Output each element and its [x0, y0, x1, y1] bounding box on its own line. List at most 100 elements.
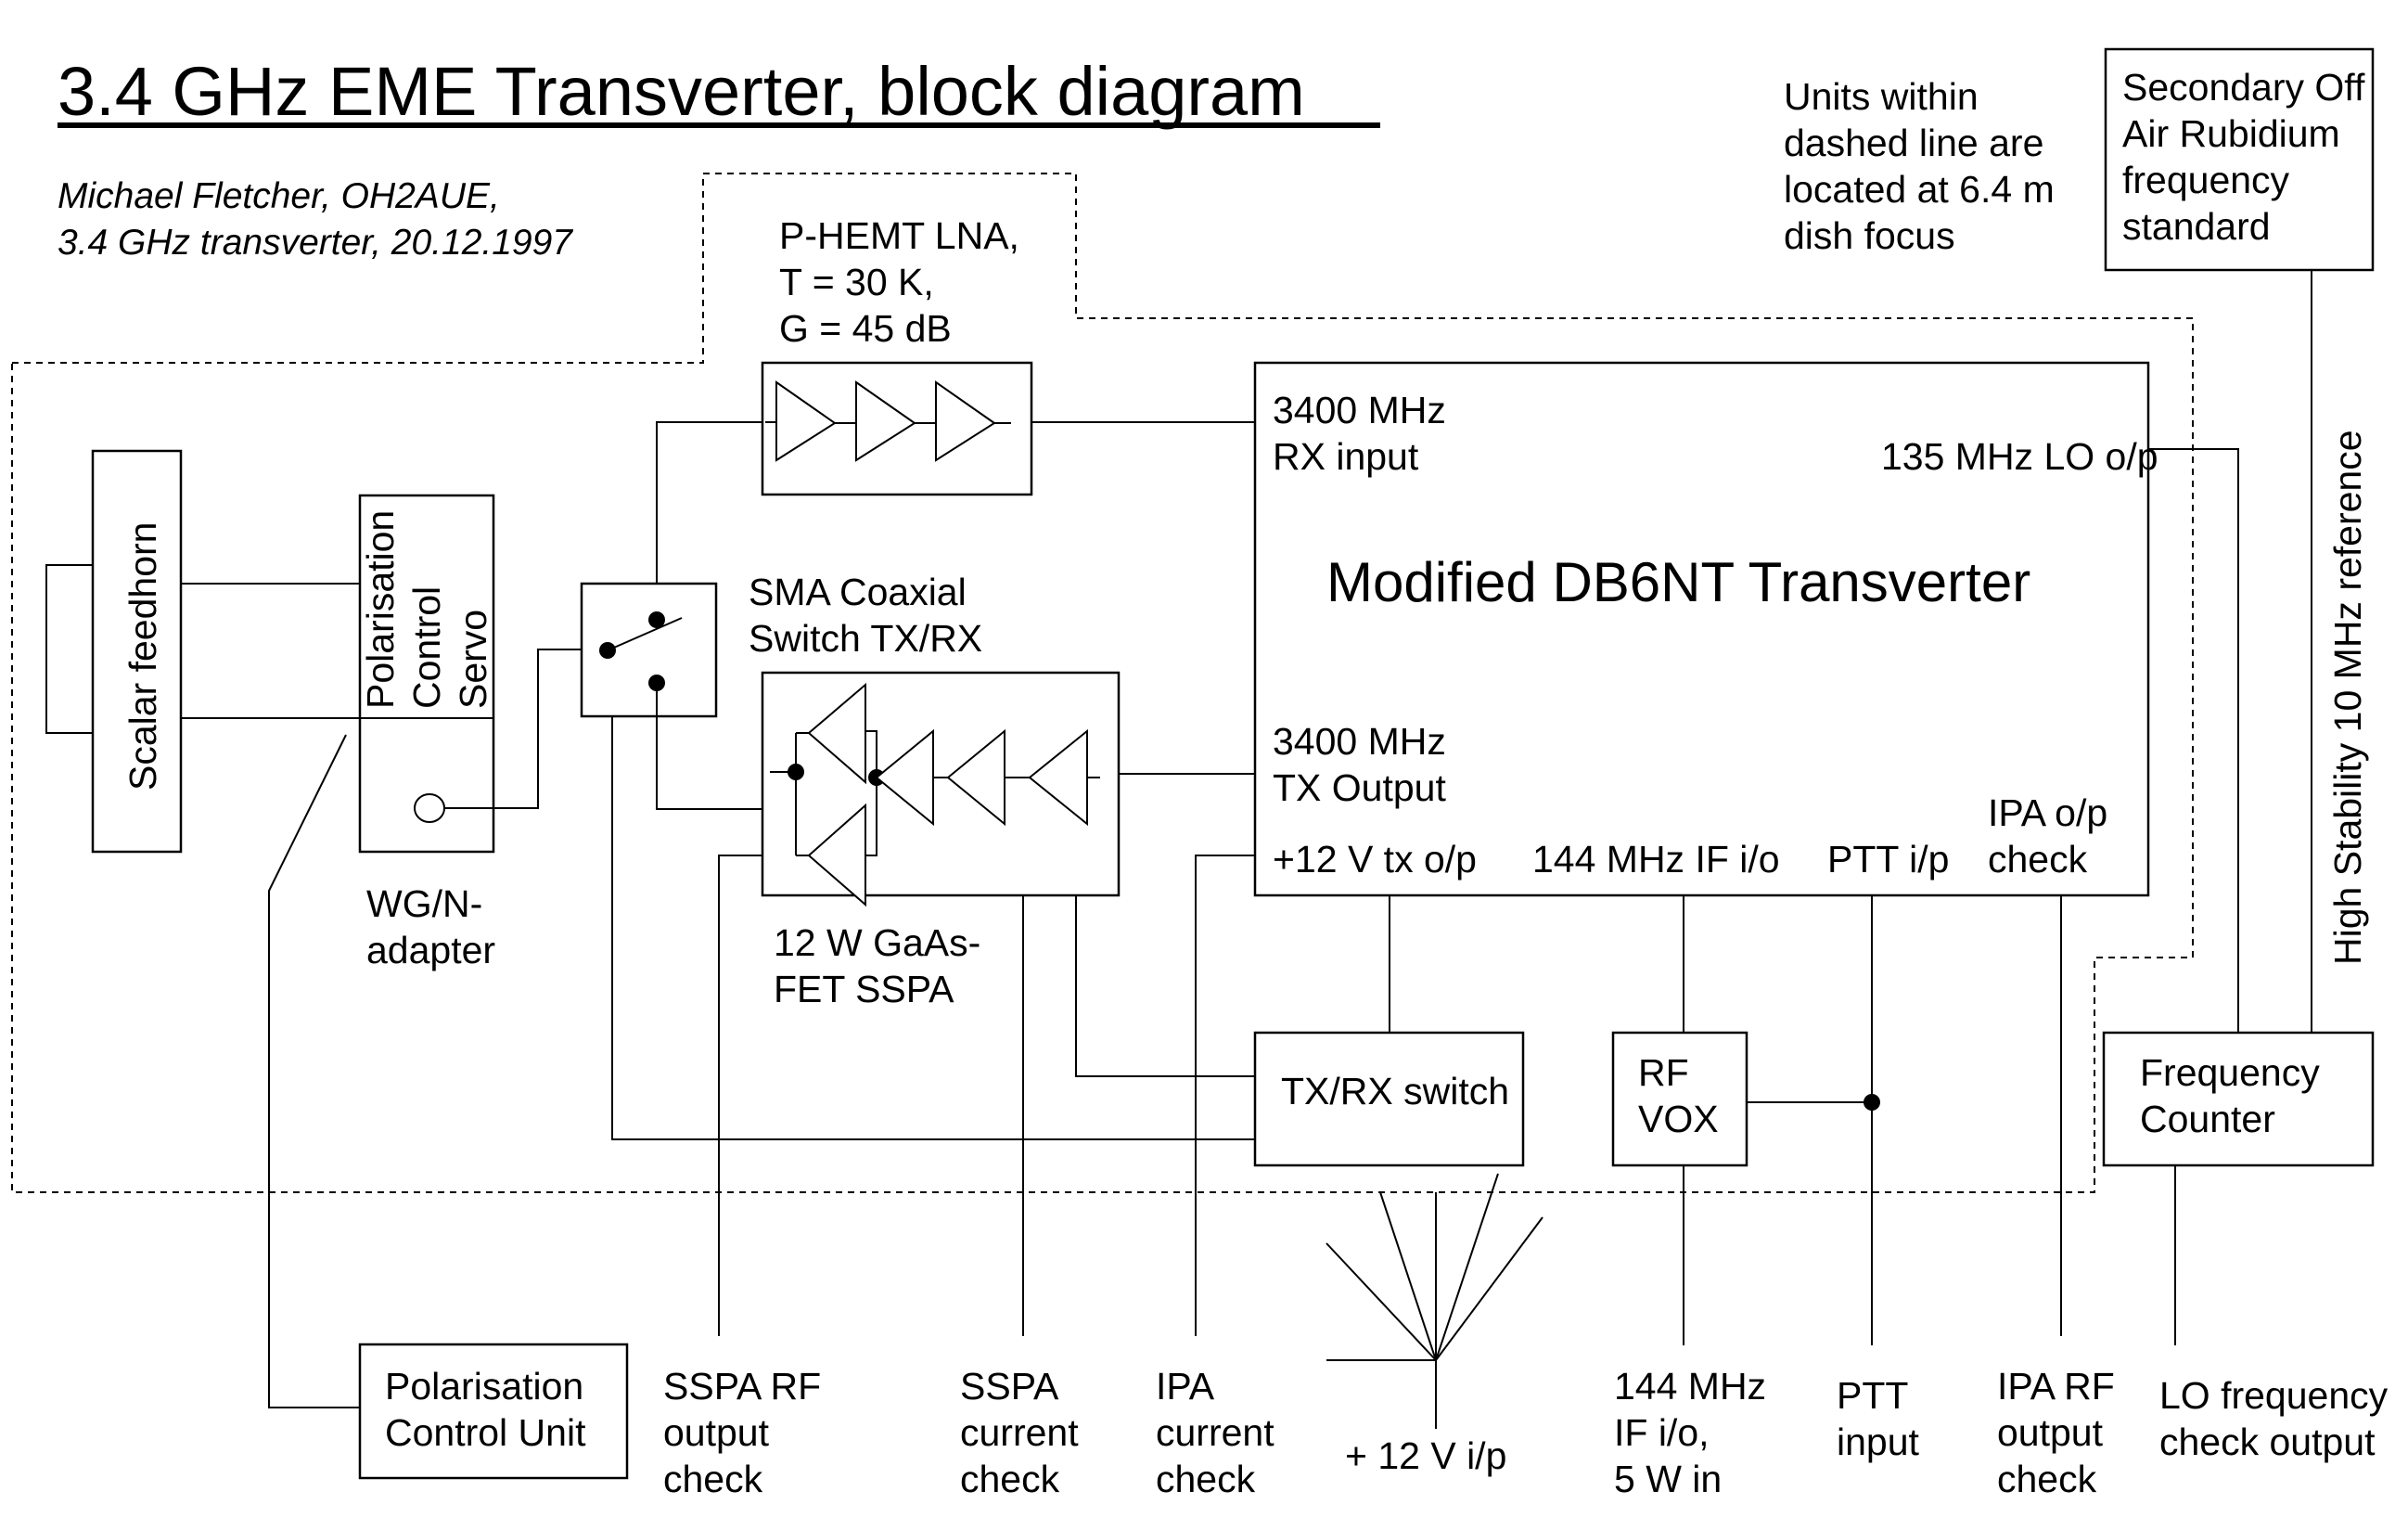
svg-text:input: input [1837, 1421, 1920, 1463]
svg-text:FET SSPA: FET SSPA [774, 968, 954, 1010]
output-if-input: 144 MHz IF i/o, 5 W in [1614, 1365, 1766, 1500]
svg-text:IPA o/p: IPA o/p [1988, 791, 2107, 834]
output-ptt-input: PTT input [1837, 1374, 1920, 1463]
svg-text:144 MHz IF i/o: 144 MHz IF i/o [1532, 838, 1780, 881]
svg-text:Polarisation: Polarisation [359, 510, 402, 709]
frequency-counter-block: Frequency Counter [2102, 1031, 2375, 1167]
svg-text:located at 6.4 m: located at 6.4 m [1784, 168, 2055, 211]
svg-text:check: check [960, 1458, 1060, 1500]
lna-amp-stage-2 [855, 380, 916, 462]
svg-text:RF: RF [1638, 1051, 1689, 1094]
svg-text:PTT i/p: PTT i/p [1827, 838, 1949, 881]
txrx-switch-block: TX/RX switch [1253, 1031, 1525, 1167]
svg-text:WG/N-: WG/N- [366, 882, 482, 925]
reference-10mhz-label: High Stability 10 MHz reference [2326, 430, 2369, 965]
wg-adapter-label: WG/N- adapter [366, 882, 495, 971]
svg-text:check: check [1997, 1458, 2097, 1500]
svg-text:G = 45 dB: G = 45 dB [779, 307, 952, 350]
sspa-rf-check-wire [718, 855, 762, 1336]
power-distribution-icon [1326, 1173, 1543, 1429]
dashed-line-note: Units within dashed line are located at … [1784, 75, 2055, 257]
svg-text:5 W in: 5 W in [1614, 1458, 1722, 1500]
svg-text:current: current [1156, 1411, 1274, 1454]
diagram-title: 3.4 GHz EME Transverter, block diagram [58, 53, 1305, 130]
svg-text:check: check [1988, 838, 2088, 881]
feedhorn-bracket [45, 564, 93, 734]
adapter-to-switch-wire [444, 649, 582, 809]
svg-text:output: output [1997, 1411, 2104, 1454]
svg-text:P-HEMT LNA,: P-HEMT LNA, [779, 214, 1019, 257]
lo-to-counter-wire [2148, 448, 2239, 1033]
svg-text:Air Rubidium: Air Rubidium [2122, 112, 2340, 155]
svg-text:Control: Control [405, 586, 448, 709]
svg-text:Scalar feedhorn: Scalar feedhorn [122, 522, 164, 791]
svg-text:TX/RX switch: TX/RX switch [1281, 1070, 1509, 1112]
svg-text:3400 MHz: 3400 MHz [1273, 720, 1446, 763]
output-sspa-rf-check: SSPA RF output check [663, 1365, 821, 1500]
svg-text:144 MHz: 144 MHz [1614, 1365, 1766, 1408]
svg-text:Switch TX/RX: Switch TX/RX [749, 617, 982, 660]
svg-text:check: check [663, 1458, 763, 1500]
coax-switch-block [580, 582, 718, 718]
rubidium-standard-block: Secondary Off Air Rubidium frequency sta… [2104, 47, 2375, 272]
svg-text:dish focus: dish focus [1784, 214, 1955, 257]
svg-text:VOX: VOX [1638, 1098, 1719, 1140]
lna-amp-stage-1 [775, 380, 837, 462]
svg-text:Counter: Counter [2140, 1098, 2275, 1140]
svg-text:Polarisation: Polarisation [385, 1365, 583, 1408]
svg-text:dashed line are: dashed line are [1784, 122, 2043, 164]
transverter-block: Modified DB6NT Transverter 3400 MHz RX i… [1253, 361, 2158, 897]
svg-text:SMA Coaxial: SMA Coaxial [749, 571, 967, 613]
coax-switch-label: SMA Coaxial Switch TX/RX [749, 571, 982, 660]
output-lo-check: LO frequency check output [2159, 1374, 2389, 1463]
svg-text:Frequency: Frequency [2140, 1051, 2320, 1094]
switch-to-lna-wire [656, 421, 762, 612]
sspa-final-amp-upper [807, 682, 866, 785]
svg-text:PTT: PTT [1837, 1374, 1908, 1417]
svg-text:3400 MHz: 3400 MHz [1273, 389, 1446, 431]
svg-text:RX input: RX input [1273, 435, 1419, 478]
svg-text:Servo: Servo [452, 610, 494, 709]
svg-text:Units within: Units within [1784, 75, 1979, 118]
output-ipa-current-check: IPA current check [1156, 1365, 1274, 1500]
svg-text:T = 30 K,: T = 30 K, [779, 261, 934, 303]
sspa-block [761, 671, 1121, 907]
svg-text:current: current [960, 1411, 1079, 1454]
svg-text:check: check [1156, 1458, 1256, 1500]
svg-text:standard: standard [2122, 205, 2271, 248]
svg-text:IF i/o,: IF i/o, [1614, 1411, 1710, 1454]
svg-text:Control Unit: Control Unit [385, 1411, 586, 1454]
dish-focus-boundary [11, 173, 2194, 1193]
switch-control-wire [611, 716, 1255, 1140]
svg-text:output: output [663, 1411, 770, 1454]
svg-text:frequency: frequency [2122, 159, 2290, 201]
switch-arm [607, 617, 683, 651]
output-sspa-current-check: SSPA current check [960, 1365, 1079, 1500]
svg-text:IPA RF: IPA RF [1997, 1365, 2115, 1408]
svg-text:LO frequency: LO frequency [2159, 1374, 2389, 1417]
sspa-to-txrx-switch-wire [1075, 895, 1255, 1077]
sspa-label: 12 W GaAs- FET SSPA [774, 921, 980, 1010]
lo-output-label: 135 MHz LO o/p [1881, 435, 2158, 478]
author-line-2: 3.4 GHz transverter, 20.12.1997 [58, 223, 573, 263]
lna-block [761, 361, 1033, 496]
lna-label: P-HEMT LNA, T = 30 K, G = 45 dB [779, 214, 1019, 350]
lna-amp-stage-3 [935, 380, 996, 462]
svg-text:SSPA: SSPA [960, 1365, 1059, 1408]
svg-text:TX Output: TX Output [1273, 766, 1446, 809]
author-line-1: Michael Fletcher, OH2AUE, [58, 176, 500, 216]
polarisation-control-unit-block: Polarisation Control Unit [358, 1343, 629, 1480]
ipa-current-check-wire [1195, 855, 1255, 1336]
transverter-title: Modified DB6NT Transverter [1326, 551, 2030, 613]
svg-text:Secondary Off: Secondary Off [2122, 66, 2365, 109]
svg-text:12 W GaAs-: 12 W GaAs- [774, 921, 980, 964]
polarisation-servo-block: Polarisation Control Servo [358, 494, 495, 854]
output-ipa-rf-check: IPA RF output check [1997, 1365, 2115, 1500]
title-underline [58, 122, 1380, 128]
servo-to-control-unit-wire [268, 734, 360, 1408]
svg-text:+12 V tx o/p: +12 V tx o/p [1273, 838, 1477, 881]
svg-text:check output: check output [2159, 1421, 2376, 1463]
switch-rx-contact [648, 611, 665, 628]
switch-to-sspa-wire [656, 683, 762, 810]
